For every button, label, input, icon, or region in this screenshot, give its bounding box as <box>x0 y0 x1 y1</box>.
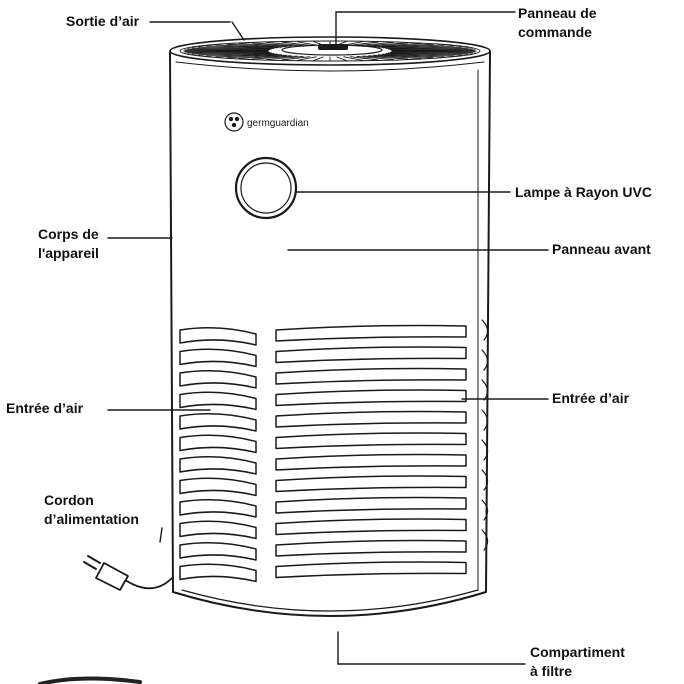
intake-louvre <box>275 410 467 428</box>
power-cord <box>83 555 173 591</box>
intake-louvre <box>275 539 467 557</box>
grille-slat <box>198 53 275 56</box>
intake-louvre <box>275 346 467 364</box>
grille-slat <box>350 56 379 61</box>
intake-louvre <box>179 327 257 346</box>
intake-louvre <box>275 475 467 493</box>
grille-slat <box>187 51 271 54</box>
brand-logo: germguardian <box>224 112 309 132</box>
label-control-panel-line2: commande <box>518 24 592 40</box>
grille-slat <box>378 54 445 58</box>
grille-slat <box>251 42 298 47</box>
uvc-lamp-window <box>234 156 298 220</box>
grille-slat <box>238 55 292 59</box>
grille-slat <box>389 51 473 54</box>
label-unit-body: Corps de l'appareil <box>38 225 99 263</box>
label-unit-body-line1: Corps de <box>38 226 99 242</box>
intake-louvre <box>179 499 257 518</box>
top-vent-grille <box>169 36 491 66</box>
label-air-intake-left: Entrée d’air <box>6 400 84 416</box>
left-intake-louvres <box>179 327 257 583</box>
grille-slat <box>368 43 422 47</box>
grille-slat <box>385 46 462 49</box>
grille-slat <box>356 55 394 61</box>
label-power-cord: Cordon d’alimentation <box>44 491 139 529</box>
right-intake-louvres <box>275 324 467 579</box>
grille-slat <box>297 41 317 46</box>
grille-slat <box>281 56 310 61</box>
grille-slat <box>382 53 455 57</box>
intake-louvre <box>179 456 257 475</box>
grille-slat <box>313 56 324 61</box>
grille-slat <box>343 56 363 61</box>
intake-louvre <box>179 563 257 583</box>
label-control-panel: Panneau de commande <box>518 4 597 42</box>
grille-slat <box>373 43 434 48</box>
label-front-panel: Panneau avant <box>552 241 651 257</box>
intake-louvre <box>275 324 467 342</box>
label-power-cord-line2: d’alimentation <box>44 511 139 527</box>
grille-slat <box>205 45 278 49</box>
label-filter-compartment: Compartiment à filtre <box>530 643 625 681</box>
label-unit-body-line2: l'appareil <box>38 245 99 261</box>
purifier-body <box>169 51 491 617</box>
intake-louvre <box>179 542 257 561</box>
label-filter-compartment-line2: à filtre <box>530 663 573 679</box>
grille-slat <box>205 53 278 57</box>
grille-slat <box>198 46 275 49</box>
grille-slat <box>389 48 473 51</box>
grille-slat <box>281 41 310 46</box>
intake-louvre <box>179 477 257 497</box>
intake-louvre <box>275 432 467 450</box>
grille-slat <box>388 47 469 50</box>
grille-slat <box>266 41 304 47</box>
grille-slat <box>350 41 379 46</box>
grille-slat <box>362 42 409 47</box>
grille-slat <box>336 56 347 61</box>
grille-slat <box>226 43 287 48</box>
label-uvc-lamp: Lampe à Rayon UVC <box>515 184 652 200</box>
grille-slat <box>297 56 317 61</box>
three-dot-logo-icon <box>224 112 244 132</box>
label-filter-compartment-line1: Compartiment <box>530 644 625 660</box>
leader-lines <box>107 11 549 665</box>
label-control-panel-line1: Panneau de <box>518 5 597 21</box>
intake-louvre <box>179 434 257 454</box>
grille-slat <box>226 54 287 59</box>
label-air-intake-right: Entrée d’air <box>552 390 630 406</box>
intake-louvre <box>275 453 467 471</box>
grille-slat <box>388 52 469 55</box>
intake-louvre <box>179 348 257 368</box>
grille-slat <box>382 45 455 49</box>
brand-logo-text: germguardian <box>247 118 309 129</box>
label-air-outlet: Sortie d’air <box>66 13 140 29</box>
grille-slat <box>266 55 304 61</box>
intake-louvre <box>275 389 467 407</box>
intake-louvre <box>179 370 257 389</box>
intake-louvre <box>179 391 257 411</box>
grille-slat <box>385 53 462 56</box>
grille-slat <box>373 54 434 59</box>
intake-louvre <box>275 561 467 579</box>
grille-slat <box>215 44 282 48</box>
intake-louvre <box>179 520 257 540</box>
grille-slat <box>238 43 292 47</box>
grille-slat <box>362 55 409 60</box>
intake-louvre <box>275 496 467 514</box>
grille-slat <box>356 41 394 47</box>
label-power-cord-line1: Cordon <box>44 492 94 508</box>
grille-slat <box>215 54 282 58</box>
intake-louvre <box>275 518 467 536</box>
grille-slat <box>378 44 445 48</box>
grille-slat <box>191 52 272 55</box>
grille-slat <box>187 48 271 51</box>
grille-slat <box>251 55 298 60</box>
grille-slat <box>191 47 272 50</box>
intake-louvre <box>275 367 467 385</box>
intake-louvre <box>179 413 257 432</box>
grille-slat <box>368 55 422 59</box>
